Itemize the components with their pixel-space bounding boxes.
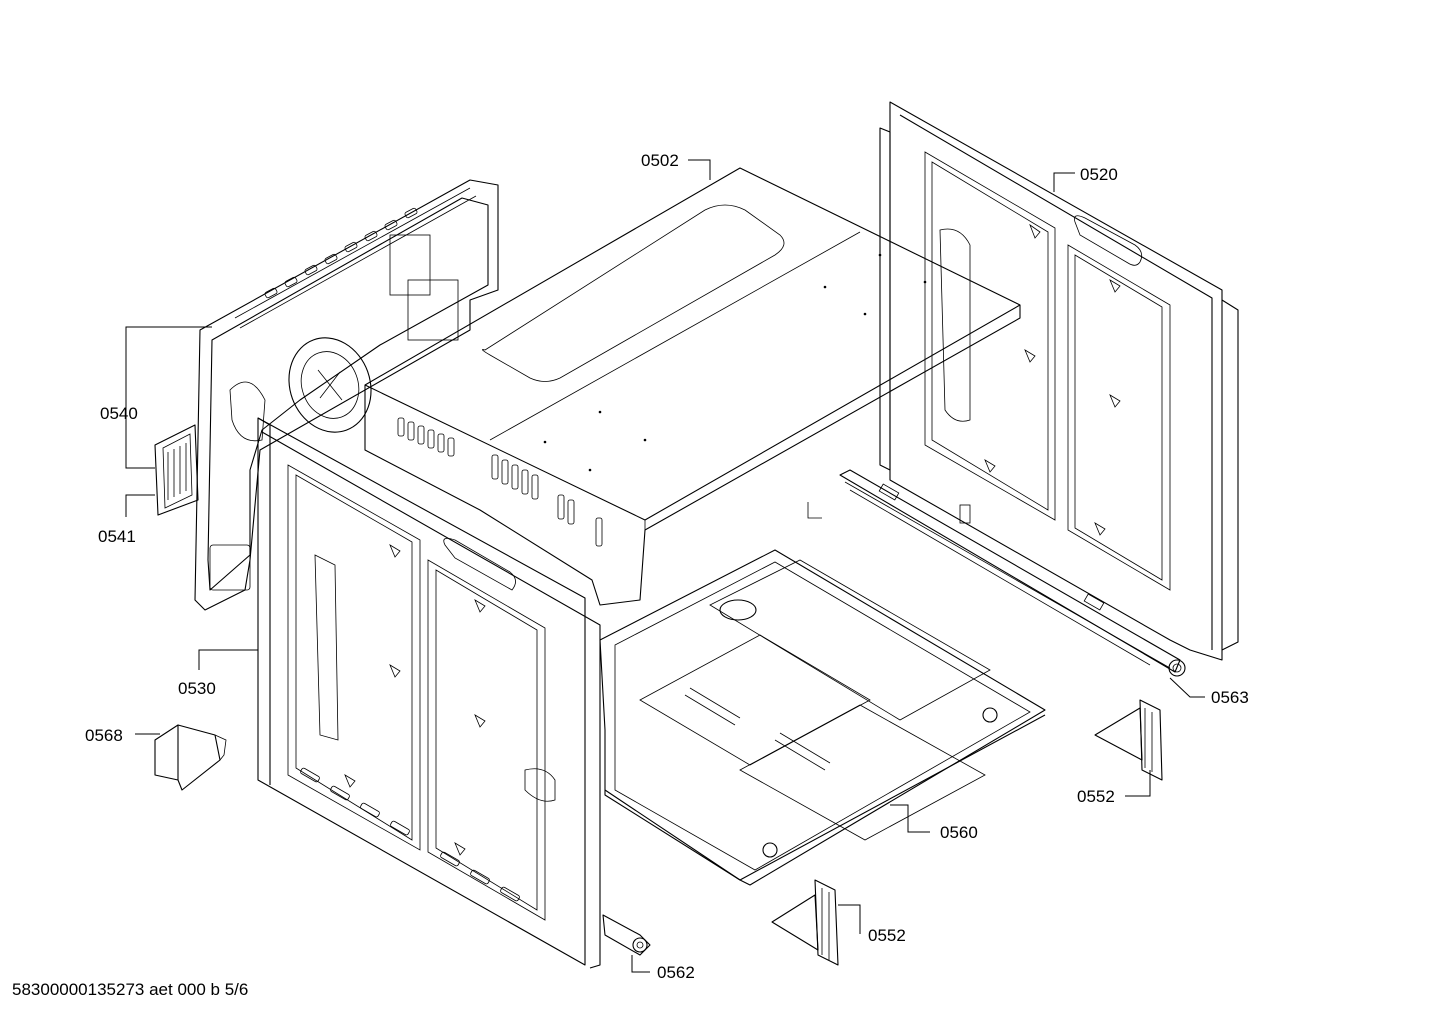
callout-0563: 0563 [1211, 688, 1249, 707]
reference-mark [807, 502, 822, 519]
callout-0541: 0541 [98, 527, 136, 546]
leader-lines [125, 159, 1205, 973]
callout-0520: 0520 [1080, 165, 1118, 184]
callout-0560: 0560 [940, 823, 978, 842]
callout-0568: 0568 [85, 726, 123, 745]
part-0562-hinge [602, 914, 651, 956]
document-id: 58300000135273 aet 000 b 5/6 [12, 980, 249, 999]
callout-0530: 0530 [178, 679, 216, 698]
part-0530-front-frame [257, 417, 601, 969]
callout-0552-right: 0552 [1077, 787, 1115, 806]
part-0540-rear-panel [194, 179, 499, 611]
part-0520-right-side-panel [879, 101, 1239, 661]
part-0563-rail [839, 469, 1186, 677]
callout-0540: 0540 [100, 404, 138, 423]
part-0552-bracket-bottom [771, 879, 839, 966]
part-0541-vent-bracket [154, 424, 199, 516]
part-0568-clip [154, 724, 227, 791]
callout-0552-bottom: 0552 [868, 926, 906, 945]
part-0552-bracket-right [1094, 699, 1163, 781]
callout-0562: 0562 [657, 963, 695, 982]
part-0502-top-cover [364, 167, 1021, 606]
callout-0502: 0502 [641, 151, 679, 170]
part-0560-base-tray [599, 549, 1046, 886]
